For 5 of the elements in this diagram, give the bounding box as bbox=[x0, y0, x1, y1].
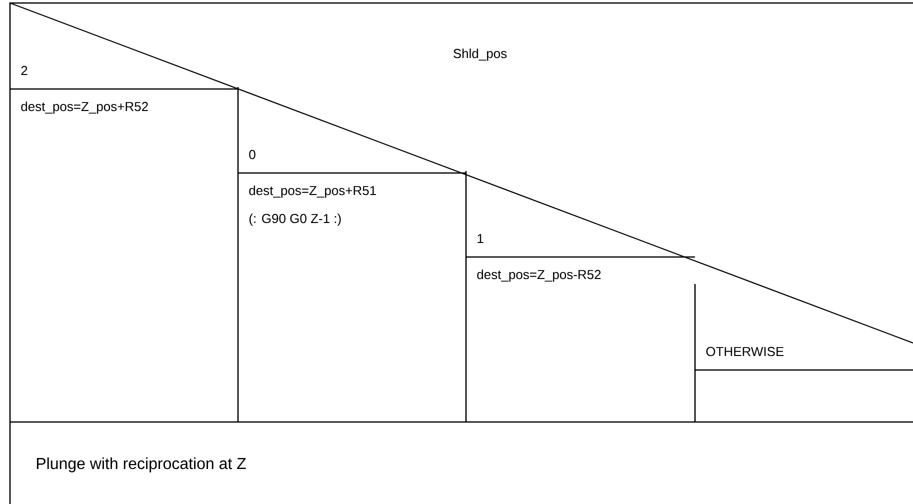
case-branch: 0 dest_pos=Z_pos+R51 (: G90 G0 Z-1 :) bbox=[237, 87, 466, 422]
process-box: Plunge with reciprocation at Z bbox=[9, 421, 913, 504]
case-branch: 1 dest_pos=Z_pos-R52 bbox=[465, 171, 695, 422]
case-branch: 2 dest_pos=Z_pos+R52 bbox=[10, 66, 238, 114]
case-branch: OTHERWISE bbox=[694, 284, 913, 422]
